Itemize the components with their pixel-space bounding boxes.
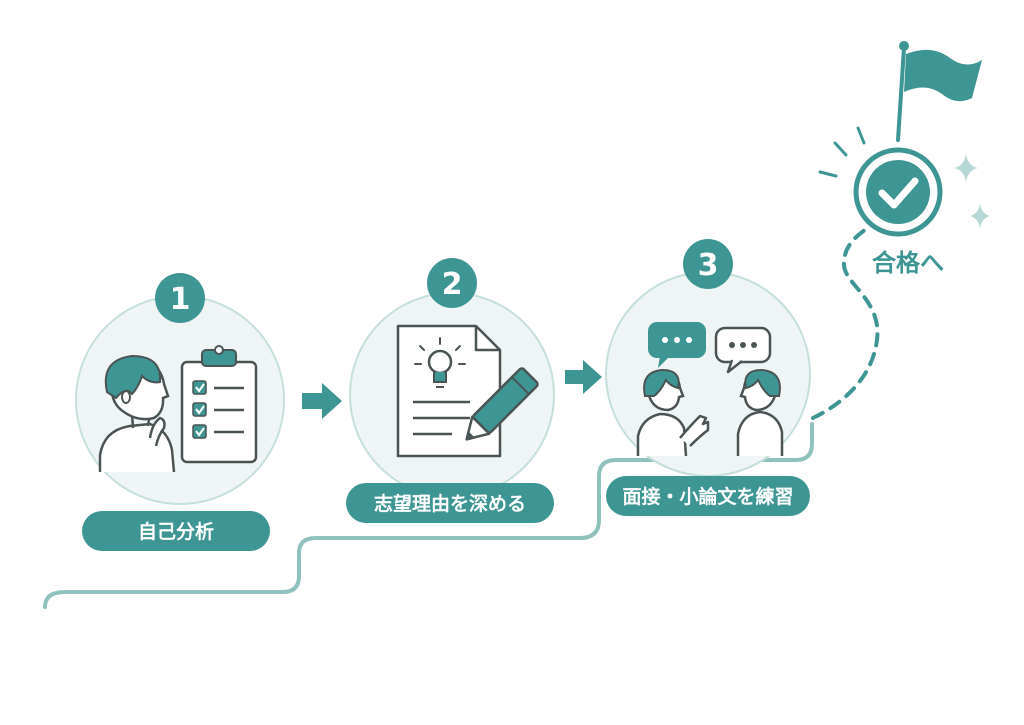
sparkle-icon (970, 204, 990, 228)
step-2: 2 志望理由を深める (346, 258, 555, 523)
staircase-path (43, 422, 814, 609)
burst-lines (818, 126, 866, 178)
step-3: 3 面接・小論文を練習 (605, 239, 811, 516)
step-1-number-badge (155, 273, 205, 323)
goal-label: 合格へ (872, 249, 944, 277)
step-3-label-pill (606, 476, 810, 516)
flag-icon (896, 41, 982, 142)
two-people-conversation-icon (636, 322, 784, 457)
step-3-number: 3 (698, 248, 719, 283)
step-2-number: 2 (442, 267, 463, 302)
arrow-right-icon (565, 360, 602, 394)
document-lightbulb-pencil-icon (396, 324, 539, 458)
sparkle-icon (954, 154, 978, 182)
step-1-label: 自己分析 (138, 520, 214, 543)
step-1-label-pill (82, 511, 270, 551)
step-1: 1 自己 (75, 273, 285, 551)
dashed-path-to-goal (811, 226, 880, 420)
step-3-number-badge (683, 239, 733, 289)
step-2-number-badge (427, 258, 477, 308)
step-2-label: 志望理由を深める (374, 492, 526, 515)
step-2-label-pill (346, 483, 554, 523)
arrow-right-icon (302, 383, 342, 419)
check-circle-icon (853, 147, 943, 237)
step-1-number: 1 (170, 282, 191, 317)
goal: 合格へ (818, 41, 990, 277)
step-3-label: 面接・小論文を練習 (622, 485, 793, 508)
person-thinking-checklist-icon (98, 345, 258, 473)
